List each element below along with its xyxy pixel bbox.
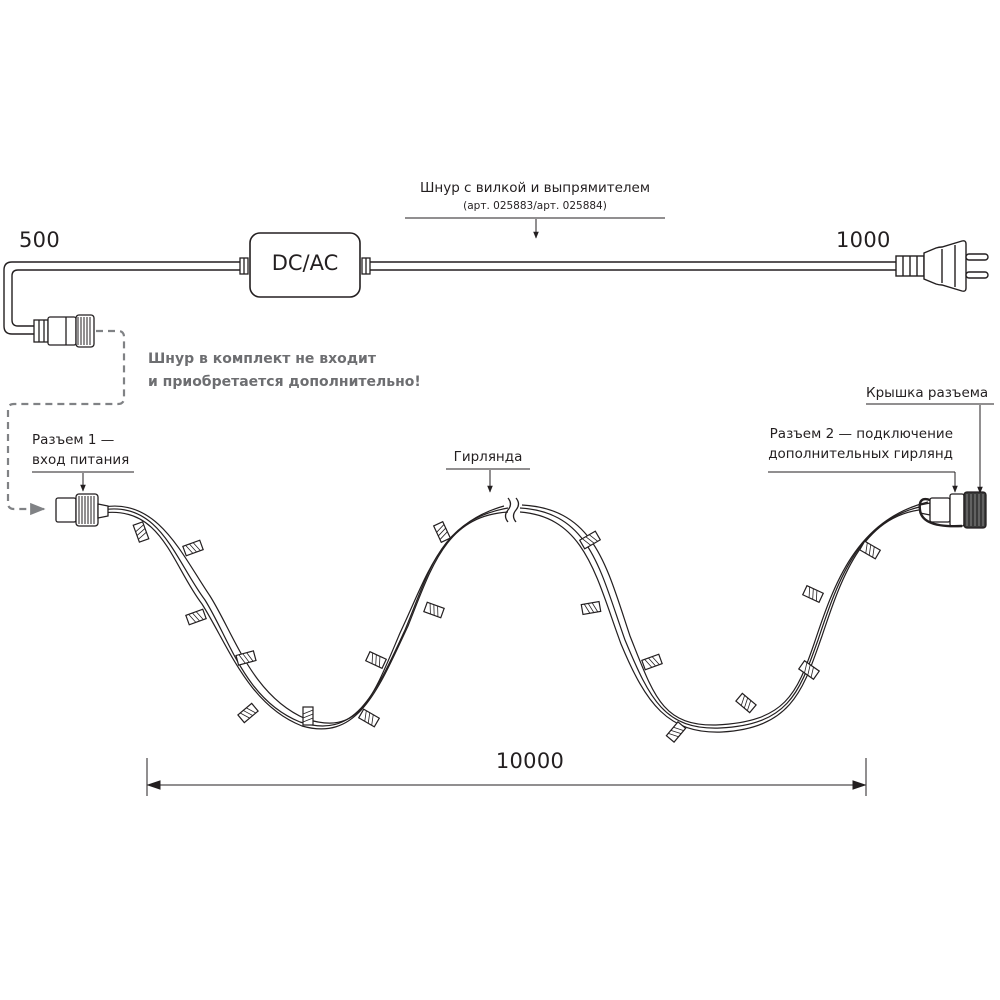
garland-label: Гирлянда (453, 449, 523, 465)
led-bulb (423, 601, 445, 619)
led-bulb (665, 721, 687, 743)
plug (895, 240, 989, 292)
connector2 (918, 491, 987, 529)
power-cord-connector (33, 314, 95, 348)
connector1-label-line1: Разъем 1 — (32, 432, 115, 448)
not-included-note-line2: и приобретается дополнительно! (148, 374, 421, 390)
led-bulb (580, 600, 602, 616)
connector2-label-line1: Разъем 2 — подключение (769, 426, 953, 442)
connector2-label-line2: дополнительных гирлянд (768, 446, 953, 462)
wire-break-mark (504, 497, 520, 523)
cord-length-left: 500 (19, 228, 60, 252)
rectifier-label: DC/AC (271, 251, 339, 275)
led-bulb (302, 706, 314, 726)
dashed-connection (6, 329, 126, 516)
led-bulb (132, 521, 150, 543)
led-bulb (237, 702, 259, 724)
power-cord-title: Шнур с вилкой и выпрямителем (419, 180, 651, 196)
led-bulb (185, 608, 207, 626)
cord-length-right: 1000 (836, 228, 891, 252)
led-bulb (578, 530, 602, 550)
connector1 (55, 493, 109, 527)
led-bulb (641, 653, 663, 671)
led-bulb (797, 659, 821, 681)
led-bulb (364, 650, 388, 670)
led-bulb (357, 708, 381, 728)
led-bulb (432, 520, 452, 544)
power-cord-article: (арт. 025883/арт. 025884) (463, 200, 607, 212)
led-bulb (235, 650, 257, 666)
cap-label: Крышка разъема (866, 385, 989, 401)
led-bulbs (132, 520, 882, 743)
power-cable (3, 261, 898, 335)
garland-length: 10000 (495, 749, 565, 773)
rectifier-collars (239, 257, 371, 275)
led-bulb (182, 539, 204, 557)
led-bulb (735, 692, 757, 714)
connector1-label-line2: вход питания (32, 452, 130, 468)
garland-wire (101, 501, 931, 733)
led-bulb (858, 540, 882, 560)
rectifier-box (249, 232, 361, 298)
led-bulb (801, 584, 825, 604)
length-dimension (146, 758, 867, 796)
not-included-note-line1: Шнур в комплект не входит (148, 351, 376, 367)
